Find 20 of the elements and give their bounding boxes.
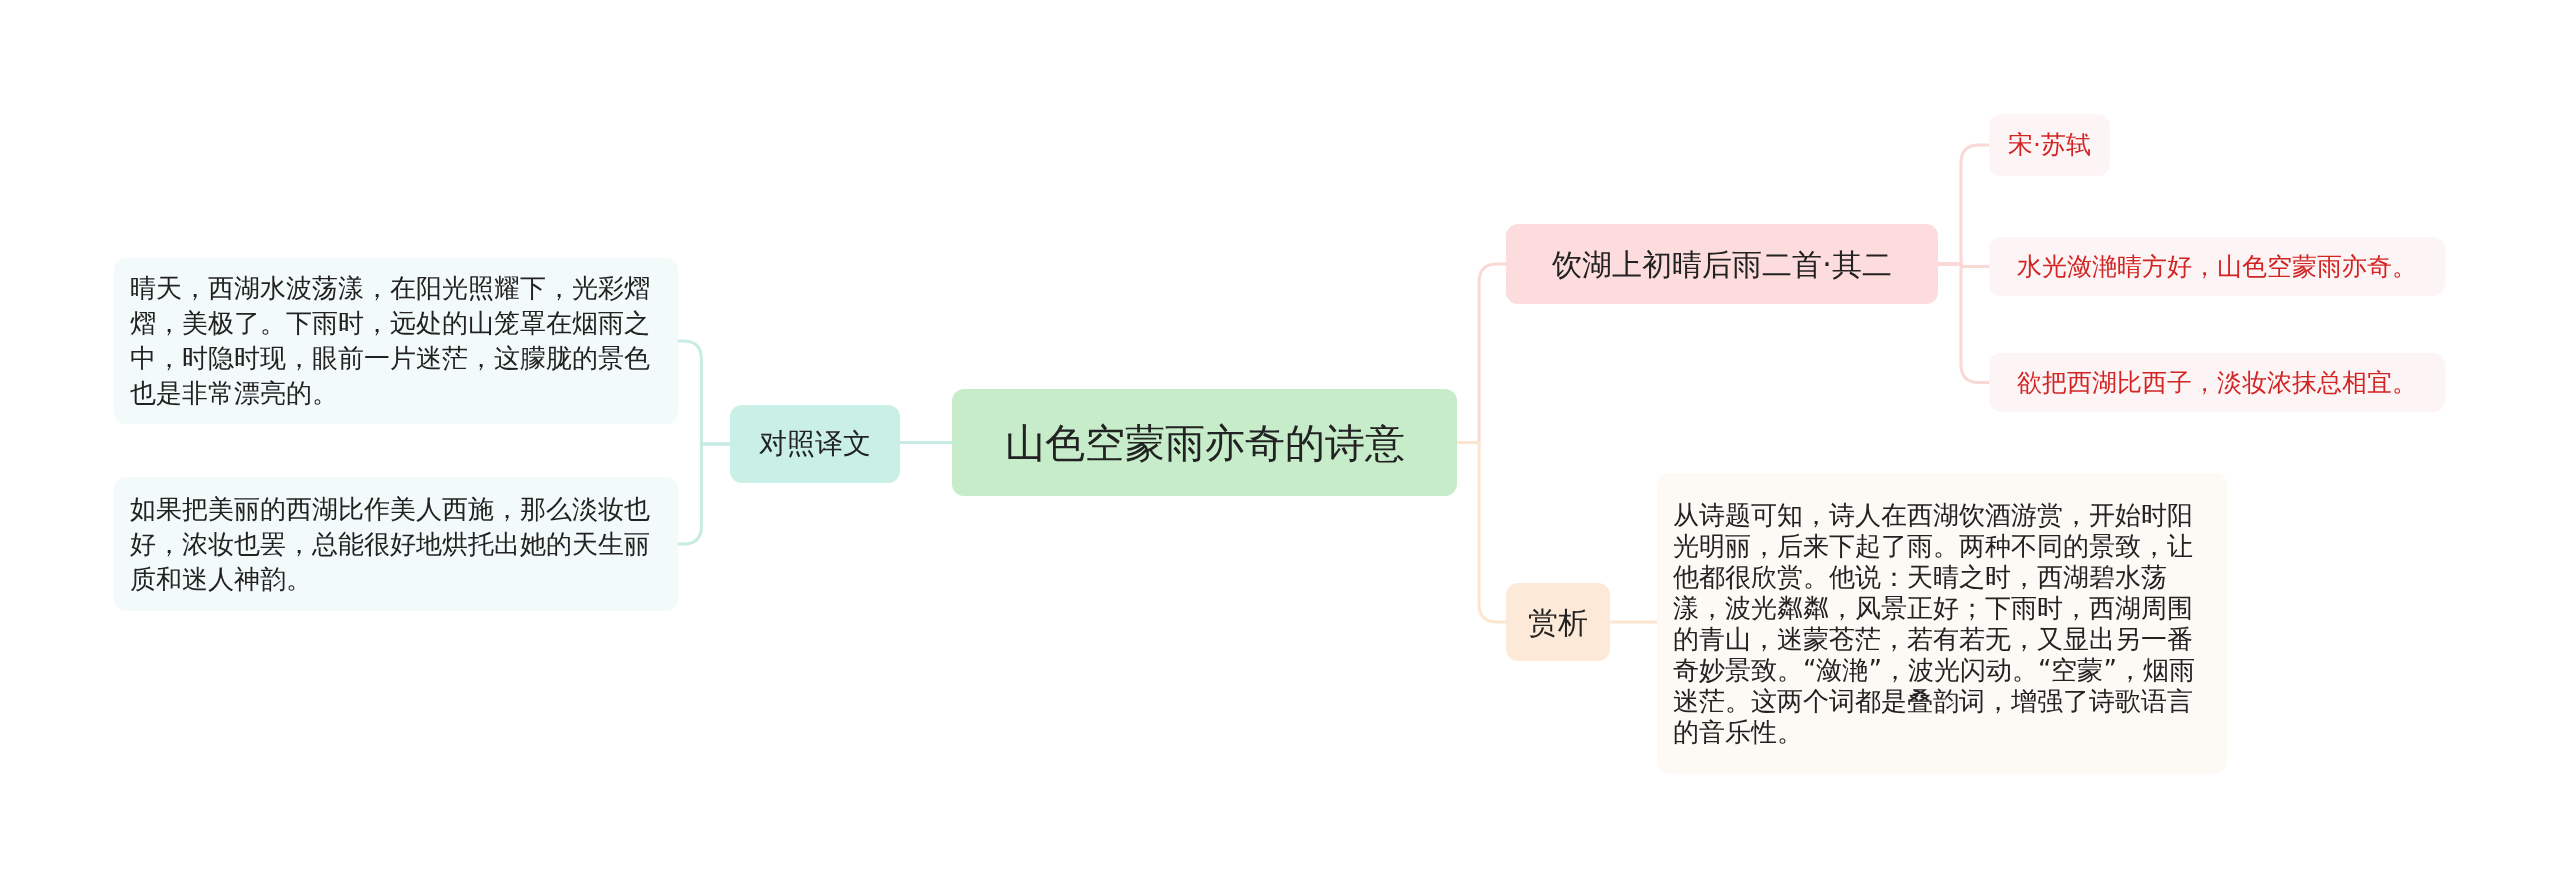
node-text: 饮湖上初晴后雨二首·其二 xyxy=(1551,245,1893,284)
node-text: 对照译文 xyxy=(758,426,872,462)
node-text: 山色空蒙雨亦奇的诗意 xyxy=(1003,418,1406,468)
connector-line xyxy=(900,441,952,444)
connector-line xyxy=(1457,441,1506,624)
topic-box xyxy=(1506,583,1610,661)
topic-box xyxy=(1506,224,1938,304)
node-text: 从诗题可知，诗人在西湖饮酒游赏，开始时阳光明丽，后来下起了雨。两种不同的景致，让他都很欣赏。他说：天晴之时，西湖碧水荡漾，波光粼粼，风景正好；下雨时，西湖周围的青山，迷蒙苍茫，若有若无，又显出另一番奇妙景致。“潋滟”，波光闪动。“空蒙”，烟雨迷茫。这两个词都是叠韵词，增强了诗歌语言的音乐性。 xyxy=(1673,499,2196,748)
node-text: 晴天，西湖水波荡漾，在阳光照耀下，光彩熠熠，美极了。下雨时，远处的山笼罩在烟雨之中，时隐时现，眼前一片迷茫，这朦胧的景色也是非常漂亮的。 xyxy=(130,272,651,410)
node-text: 如果把美丽的西湖比作美人西施，那么淡妆也好，浓妆也罢，总能很好地烘托出她的天生丽质和迷人神韵。 xyxy=(130,492,651,596)
node-text: 欲把西湖比西子，淡妆浓抹总相宜。 xyxy=(2016,366,2418,399)
node-text: 赏析 xyxy=(1527,603,1589,642)
node-text: 宋·苏轼 xyxy=(2007,129,2092,162)
connector-line xyxy=(1610,620,1657,624)
note-box xyxy=(114,477,678,611)
root-topic-box xyxy=(952,389,1457,496)
node-text: 水光潋滟晴方好，山色空蒙雨亦奇。 xyxy=(2016,250,2418,283)
note-box xyxy=(114,258,678,424)
note-box xyxy=(1657,473,2227,774)
topic-box xyxy=(730,405,900,483)
